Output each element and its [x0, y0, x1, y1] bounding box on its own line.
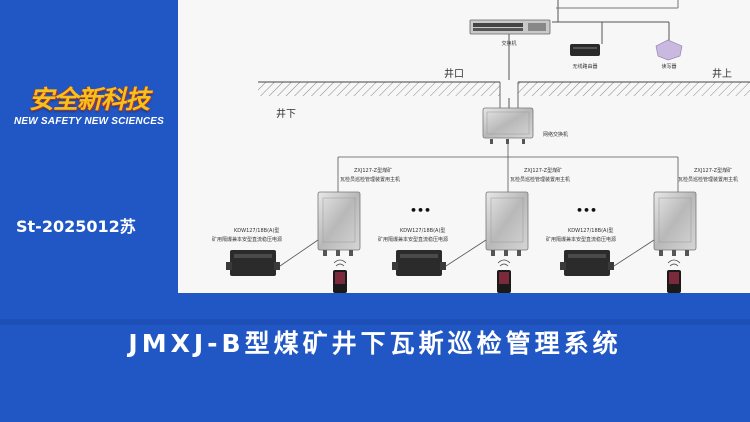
underground-distribution-lines [337, 144, 679, 192]
ellipsis-2: ••• [576, 204, 597, 217]
power-supply-1: KDW127/18B(A)型 矿用隔爆兼本安型直流稳压电源 [212, 227, 319, 276]
handheld-terminal-2 [497, 259, 511, 293]
host-3-line1: ZXJ127-Z型煤矿 [694, 167, 732, 174]
power-supply-3: KDW127/18B(A)型 矿用隔爆兼本安型直流稳压电源 [546, 227, 655, 276]
host-1-line1: ZXJ127-Z型煤矿 [354, 167, 392, 174]
host-2-line1: ZXJ127-Z型煤矿 [524, 167, 562, 174]
power-1-line1: KDW127/18B(A)型 [234, 227, 279, 234]
host-unit-2: ZXJ127-Z型煤矿 瓦检员巡检管理装置用主机 [485, 167, 570, 256]
underground-network-switch: 网络交换机 [482, 107, 568, 144]
switch-label: 交换机 [501, 40, 516, 47]
logo-chinese-text: 安全新科技 [28, 85, 150, 114]
product-code: St-2025012苏 [16, 217, 136, 236]
host-unit-3: ZXJ127-Z型煤矿 瓦检员巡检管理装置用主机 [653, 167, 738, 256]
power-2-line2: 矿用隔爆兼本安型直流稳压电源 [378, 236, 448, 243]
host-unit-1: ZXJ127-Z型煤矿 瓦检员巡检管理装置用主机 [317, 167, 400, 256]
host-2-line2: 瓦检员巡检管理装置用主机 [510, 176, 570, 183]
card-reader: 读写器 [655, 39, 683, 70]
system-topology-diagram: 交换机 无线路由器 读写器 井口 井上 井下 网络交换机 [178, 0, 750, 293]
underground-label: 井下 [276, 107, 296, 120]
surface-right-label: 井上 [712, 67, 732, 80]
logo-english-text: NEW SAFETY NEW SCIENCES [14, 116, 164, 127]
network-switch-label: 网络交换机 [543, 131, 568, 138]
page-title: JMXJ-B型煤矿井下瓦斯巡检管理系统 [128, 329, 622, 358]
power-supply-2: KDW127/18B(A)型 矿用隔爆兼本安型直流稳压电源 [378, 227, 487, 276]
host-3-line2: 瓦检员巡检管理装置用主机 [678, 176, 738, 183]
title-banner [0, 293, 750, 422]
power-3-line1: KDW127/18B(A)型 [568, 227, 613, 234]
wireless-router: 无线路由器 [570, 44, 600, 70]
topology-svg: 交换机 无线路由器 读写器 井口 井上 井下 网络交换机 [212, 0, 750, 293]
router-label: 无线路由器 [572, 63, 597, 70]
handheld-terminal-3 [667, 259, 681, 293]
logo: 安全新科技 NEW SAFETY NEW SCIENCES [14, 85, 164, 128]
left-brand-panel: 安全新科技 NEW SAFETY NEW SCIENCES St-2025012… [0, 0, 178, 293]
host-1-line2: 瓦检员巡检管理装置用主机 [340, 176, 400, 183]
power-3-line2: 矿用隔爆兼本安型直流稳压电源 [546, 236, 616, 243]
power-1-line2: 矿用隔爆兼本安型直流稳压电源 [212, 236, 282, 243]
reader-label: 读写器 [661, 63, 676, 70]
banner-stripe [0, 319, 750, 325]
ellipsis-1: ••• [410, 204, 431, 217]
handheld-terminal-1 [333, 259, 347, 293]
power-2-line1: KDW127/18B(A)型 [400, 227, 445, 234]
switch-device: 交换机 [469, 19, 551, 47]
surface-left-label: 井口 [444, 67, 464, 80]
ground-surface [258, 80, 750, 112]
